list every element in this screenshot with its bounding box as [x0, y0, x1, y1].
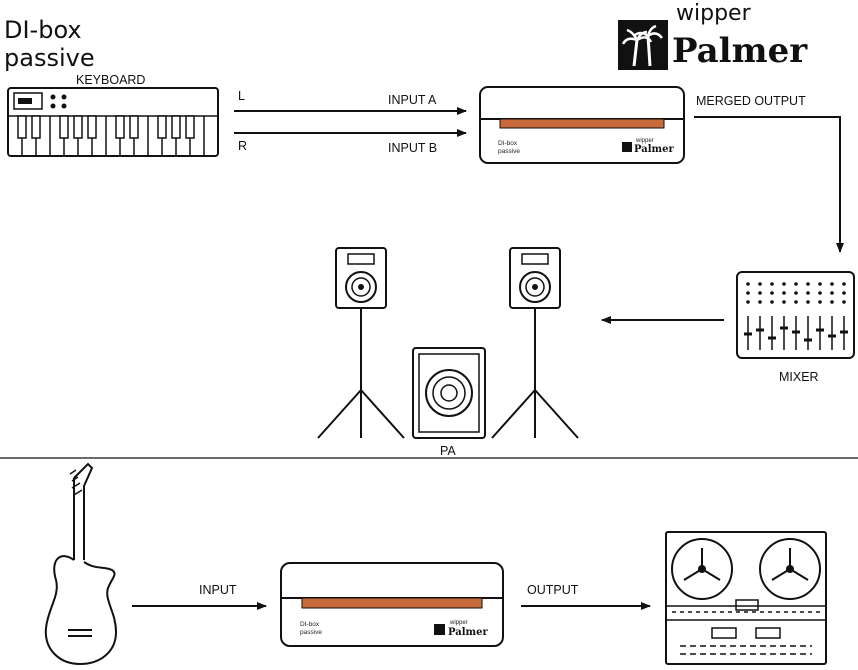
palm-tree-logo-small-bottom: [434, 624, 445, 635]
mixer-knob: [806, 282, 810, 286]
mixer-knob: [806, 300, 810, 304]
mixer-knob: [806, 291, 810, 295]
mixer-knob: [746, 282, 750, 286]
input-label: INPUT: [199, 583, 237, 597]
input-a-label: INPUT A: [388, 93, 437, 107]
arrow-merged-output: [694, 116, 844, 253]
input-b-label: INPUT B: [388, 141, 437, 155]
mixer-knob: [794, 291, 798, 295]
di-box-top-wipper: wipper: [635, 138, 654, 144]
mixer-knob: [830, 300, 834, 304]
mixer-knob: [794, 282, 798, 286]
palm-tree-logo-small: [622, 142, 632, 152]
palm-tree-logo: [618, 20, 668, 70]
mixer-knob: [782, 282, 786, 286]
speaker-icon-right: [491, 247, 579, 439]
mixer-knob: [770, 282, 774, 286]
mixer-knob: [842, 291, 846, 295]
di-box-top-line2: passive: [498, 148, 520, 155]
mixer-knob: [770, 291, 774, 295]
guitar-icon: [44, 462, 118, 666]
keyboard-label: KEYBOARD: [76, 73, 145, 87]
merged-output-label: MERGED OUTPUT: [696, 94, 806, 108]
pa-label: PA: [440, 444, 456, 458]
brand-logo: wipper Palmer: [618, 1, 808, 71]
mixer-knob: [782, 300, 786, 304]
mixer-knob: [818, 300, 822, 304]
channel-left-label: L: [238, 89, 245, 103]
title-line-1: DI-box: [4, 16, 82, 44]
mixer-knob: [758, 291, 762, 295]
mixer-knob: [758, 300, 762, 304]
brand-palmer: Palmer: [672, 31, 808, 71]
di-box-bottom-line2: passive: [300, 629, 322, 636]
mixer-knob: [770, 300, 774, 304]
brand-wipper: wipper: [676, 1, 752, 26]
output-label: OUTPUT: [527, 583, 579, 597]
keyboard-icon: [7, 87, 219, 157]
mixer-knob: [830, 282, 834, 286]
channel-right-label: R: [238, 139, 247, 153]
mixer-knob: [842, 282, 846, 286]
mixer-knob: [818, 282, 822, 286]
mixer-knob: [794, 300, 798, 304]
mixer-knob: [758, 282, 762, 286]
mixer-label: MIXER: [779, 370, 819, 384]
mixer-knob: [818, 291, 822, 295]
mixer-knob: [842, 300, 846, 304]
di-box-bottom-palmer: Palmer: [448, 627, 488, 638]
mixer-icon: [736, 271, 855, 359]
di-box-icon-bottom: DI-box passive wipper Palmer: [280, 562, 504, 647]
subwoofer-icon: [412, 347, 486, 439]
di-box-top-line1: DI-box: [498, 140, 518, 147]
tape-recorder-icon: [665, 531, 827, 665]
mixer-knob: [782, 291, 786, 295]
mixer-knob: [830, 291, 834, 295]
di-box-icon-top: DI-box passive wipper Palmer: [479, 86, 685, 164]
mixer-knob: [746, 291, 750, 295]
title-line-2: passive: [4, 44, 95, 72]
di-box-bottom-wipper: wipper: [449, 620, 468, 626]
mixer-knob: [746, 300, 750, 304]
speaker-icon-left: [317, 247, 405, 439]
di-box-bottom-line1: DI-box: [300, 621, 320, 628]
di-box-top-palmer: Palmer: [634, 144, 674, 155]
